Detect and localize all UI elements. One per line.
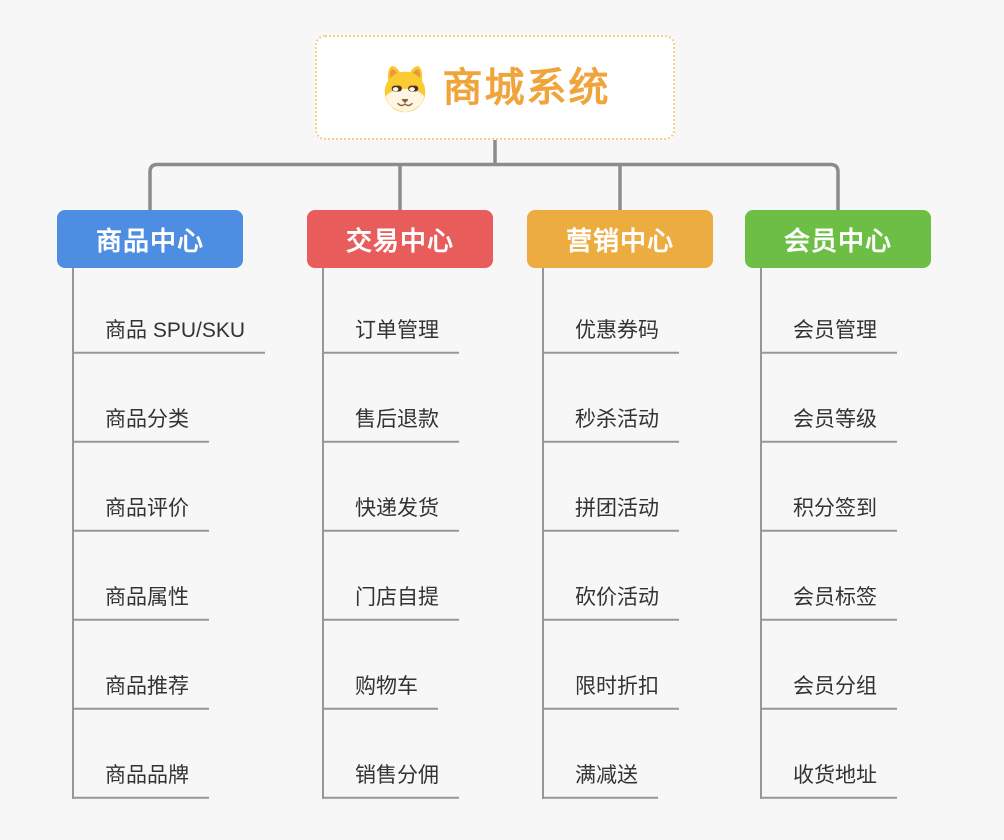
child-node[interactable]: 收货地址 xyxy=(760,763,897,799)
child-node[interactable]: 会员分组 xyxy=(760,674,897,710)
branch-header-products[interactable]: 商品中心 xyxy=(57,210,243,268)
child-node[interactable]: 优惠券码 xyxy=(542,318,679,354)
child-node[interactable]: 售后退款 xyxy=(322,407,459,443)
branch-header-orders[interactable]: 交易中心 xyxy=(307,210,493,268)
child-node[interactable]: 秒杀活动 xyxy=(542,407,679,443)
child-node[interactable]: 满减送 xyxy=(542,763,658,799)
child-node[interactable]: 会员标签 xyxy=(760,585,897,621)
root-title: 商城系统 xyxy=(442,65,611,110)
child-node[interactable]: 商品属性 xyxy=(72,585,209,621)
child-node[interactable]: 门店自提 xyxy=(322,585,459,621)
child-node[interactable]: 商品评价 xyxy=(72,496,209,532)
child-node[interactable]: 会员等级 xyxy=(760,407,897,443)
child-node[interactable]: 销售分佣 xyxy=(322,763,459,799)
child-node[interactable]: 订单管理 xyxy=(322,318,459,354)
child-node[interactable]: 砍价活动 xyxy=(542,585,679,621)
branch-children-products: 商品 SPU/SKU 商品分类商品评价商品属性商品推荐商品品牌 xyxy=(72,268,266,799)
child-node[interactable]: 商品 SPU/SKU xyxy=(72,318,266,354)
branch-header-marketing[interactable]: 营销中心 xyxy=(527,210,713,268)
child-node[interactable]: 商品分类 xyxy=(72,407,209,443)
child-node[interactable]: 商品推荐 xyxy=(72,674,209,710)
child-node[interactable]: 购物车 xyxy=(322,674,438,710)
branch-header-members[interactable]: 会员中心 xyxy=(745,210,931,268)
child-node[interactable]: 会员管理 xyxy=(760,318,897,354)
dog-face-icon xyxy=(380,63,430,113)
branch-children-members: 会员管理会员等级积分签到会员标签会员分组收货地址 xyxy=(760,268,897,799)
branch-children-marketing: 优惠券码秒杀活动拼团活动砍价活动限时折扣满减送 xyxy=(542,268,679,799)
child-node[interactable]: 快递发货 xyxy=(322,496,459,532)
root-node[interactable]: 商城系统 xyxy=(315,35,675,140)
child-node[interactable]: 限时折扣 xyxy=(542,674,679,710)
child-node[interactable]: 商品品牌 xyxy=(72,763,209,799)
child-node[interactable]: 积分签到 xyxy=(760,496,897,532)
child-node[interactable]: 拼团活动 xyxy=(542,496,679,532)
branch-children-orders: 订单管理售后退款快递发货门店自提购物车销售分佣 xyxy=(322,268,459,799)
